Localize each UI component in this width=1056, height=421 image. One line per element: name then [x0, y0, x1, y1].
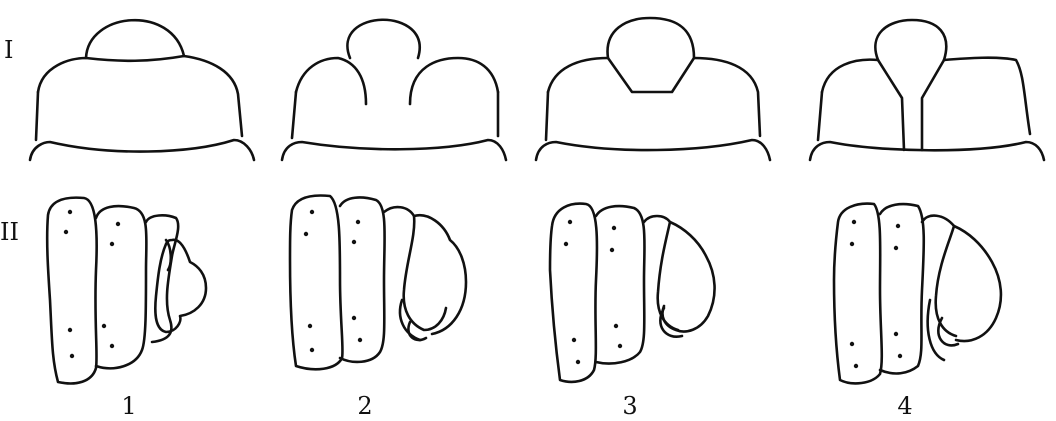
- row2-panel-4: [834, 204, 1001, 384]
- row1-panel-4: [810, 20, 1044, 160]
- row-label-i: I: [4, 36, 13, 64]
- column-label-2: 2: [357, 392, 372, 420]
- row2-panel-2: [290, 196, 466, 370]
- column-label-3: 3: [622, 392, 637, 420]
- row2-panel-3: [550, 204, 715, 382]
- row1-panel-1: [30, 20, 254, 160]
- row2-panel-1: [47, 198, 206, 384]
- column-label-1: 1: [121, 392, 136, 420]
- column-label-4: 4: [897, 392, 912, 420]
- row1-panel-3: [536, 18, 770, 160]
- row-label-ii: II: [0, 218, 19, 246]
- row1-panel-2: [282, 20, 506, 160]
